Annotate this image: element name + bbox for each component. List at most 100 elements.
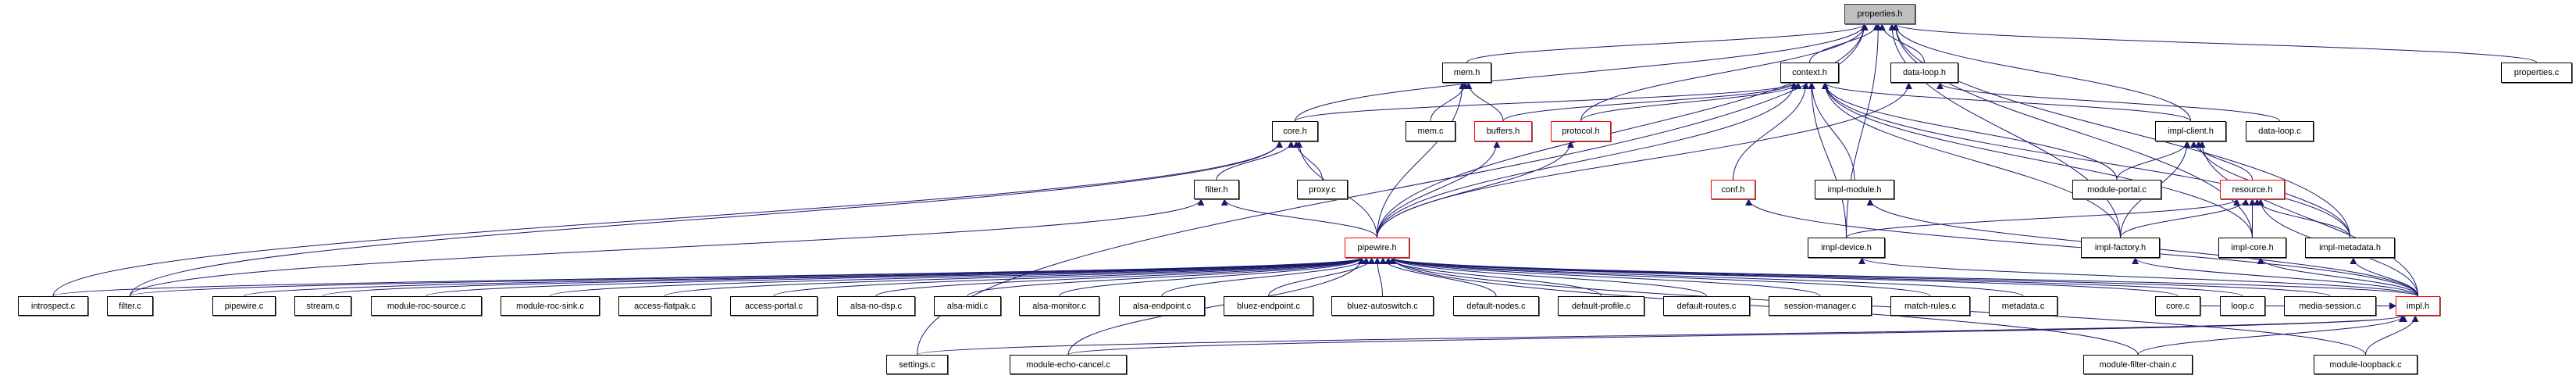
graph-edge-impl-h-to-impl-device-h <box>1858 257 2418 297</box>
graph-node-core-c[interactable]: core.c <box>2155 296 2200 316</box>
graph-edge-access-flatpak-c-to-pipewire-h <box>664 257 1365 297</box>
graph-node-alsa-no-dsp-c[interactable]: alsa-no-dsp.c <box>837 296 915 316</box>
graph-node-bluez-endpoint-c[interactable]: bluez-endpoint.c <box>1224 296 1313 316</box>
graph-edge-introspect-c-to-core-h <box>52 141 1283 297</box>
graph-edge-buffers-h-to-mem-h <box>1465 82 1504 122</box>
graph-edge-buffers-h-to-context-h <box>1502 82 1798 122</box>
graph-node-default-routes-c[interactable]: default-routes.c <box>1663 296 1750 316</box>
graph-edge-bluez-endpoint-c-to-pipewire-h <box>1268 257 1376 297</box>
graph-edge-context-h-to-properties-h <box>1809 23 1880 63</box>
graph-edge-bluez-autoswitch-c-to-pipewire-h <box>1374 257 1383 297</box>
graph-node-core-h[interactable]: core.h <box>1272 121 1318 141</box>
graph-edge-module-loopback-c-to-impl-h <box>2365 315 2419 356</box>
graph-edge-pipewire-h-to-buffers-h <box>1377 141 1501 238</box>
graph-edge-pipewire-h-to-protocol-h <box>1377 141 1574 238</box>
graph-node-module-roc-source-c[interactable]: module-roc-source.c <box>371 296 482 316</box>
graph-edge-module-portal-c-to-context-h <box>1821 82 2118 181</box>
graph-edge-pipewire-h-to-filter-h <box>1220 198 1377 238</box>
graph-edge-impl-device-h-to-context-h <box>1808 82 1847 238</box>
graph-edge-alsa-endpoint-c-to-pipewire-h <box>1161 257 1370 297</box>
graph-edge-core-h-to-properties-h <box>1295 23 1868 122</box>
graph-node-filter-h[interactable]: filter.h <box>1194 180 1239 199</box>
graph-node-module-loopback-c[interactable]: module-loopback.c <box>2314 355 2417 374</box>
graph-edge-alsa-no-dsp-c-to-pipewire-h <box>875 257 1365 297</box>
graph-edge-impl-device-h-to-resource-h <box>1846 198 2240 238</box>
graph-node-default-nodes-c[interactable]: default-nodes.c <box>1453 296 1539 316</box>
graph-node-access-flatpak-c[interactable]: access-flatpak.c <box>618 296 711 316</box>
graph-edge-module-roc-source-c-to-pipewire-h <box>426 257 1365 297</box>
graph-edge-impl-factory-h-to-resource-h <box>2120 198 2250 238</box>
graph-edge-impl-metadata-h-to-resource-h <box>2254 198 2350 238</box>
graph-edge-core-h-to-context-h <box>1295 82 1797 122</box>
graph-edge-conf-h-to-context-h <box>1733 82 1810 181</box>
graph-node-settings-c[interactable]: settings.c <box>886 355 948 374</box>
graph-node-impl-device-h[interactable]: impl-device.h <box>1808 238 1885 258</box>
graph-edge-protocol-h-to-properties-h <box>1580 23 1869 122</box>
graph-node-alsa-monitor-c[interactable]: alsa-monitor.c <box>1019 296 1099 316</box>
graph-node-stream-c[interactable]: stream.c <box>294 296 351 316</box>
graph-node-default-profile-c[interactable]: default-profile.c <box>1558 296 1644 316</box>
graph-node-protocol-h[interactable]: protocol.h <box>1551 121 1611 141</box>
graph-node-module-filter-chain-c[interactable]: module-filter-chain.c <box>2083 355 2193 374</box>
graph-node-filter-c[interactable]: filter.c <box>107 296 153 316</box>
graph-edge-session-manager-c-to-pipewire-h <box>1389 257 1821 297</box>
graph-node-access-portal-c[interactable]: access-portal.c <box>730 296 818 316</box>
graph-node-mem-c[interactable]: mem.c <box>1406 121 1455 141</box>
graph-edge-impl-client-h-to-context-h <box>1822 82 2191 122</box>
graph-edge-settings-c-to-impl-h <box>917 315 2406 356</box>
graph-node-alsa-endpoint-c[interactable]: alsa-endpoint.c <box>1119 296 1205 316</box>
graph-node-impl-module-h[interactable]: impl-module.h <box>1815 180 1894 199</box>
graph-edge-alsa-monitor-c-to-pipewire-h <box>1059 257 1365 297</box>
graph-node-pipewire-h[interactable]: pipewire.h <box>1345 238 1409 258</box>
graph-node-mem-h[interactable]: mem.h <box>1442 63 1491 83</box>
graph-node-metadata-c[interactable]: metadata.c <box>1989 296 2058 316</box>
graph-node-properties-c[interactable]: properties.c <box>2501 63 2572 83</box>
graph-node-module-roc-sink-c[interactable]: module-roc-sink.c <box>501 296 600 316</box>
graph-edge-pipewire-h-to-context-h <box>1377 82 1797 238</box>
graph-node-match-rules-c[interactable]: match-rules.c <box>1890 296 1970 316</box>
graph-edge-pipewire-h-to-mem-h <box>1377 82 1466 238</box>
graph-node-conf-h[interactable]: conf.h <box>1711 180 1755 199</box>
graph-node-context-h[interactable]: context.h <box>1780 63 1839 83</box>
graph-edge-media-session-c-to-pipewire-h <box>1389 257 2331 297</box>
graph-edge-default-routes-c-to-pipewire-h <box>1389 257 1707 297</box>
graph-node-impl-client-h[interactable]: impl-client.h <box>2155 121 2226 141</box>
graph-node-impl-factory-h[interactable]: impl-factory.h <box>2081 238 2160 258</box>
graph-node-pipewire-c[interactable]: pipewire.c <box>212 296 276 316</box>
graph-edge-module-filter-chain-c-to-pipewire-h <box>1389 257 2139 356</box>
graph-node-proxy-c[interactable]: proxy.c <box>1297 180 1348 199</box>
graph-edge-filter-c-to-core-h <box>130 141 1283 297</box>
graph-node-impl-metadata-h[interactable]: impl-metadata.h <box>2305 238 2395 258</box>
graph-edge-proxy-c-to-core-h <box>1292 141 1323 181</box>
graph-edge-impl-core-h-to-properties-h <box>1892 23 2253 238</box>
graph-edge-filter-h-to-core-h <box>1216 141 1295 181</box>
graph-node-loop-c[interactable]: loop.c <box>2220 296 2265 316</box>
graph-edge-match-rules-c-to-pipewire-h <box>1389 257 1931 297</box>
graph-node-media-session-c[interactable]: media-session.c <box>2284 296 2376 316</box>
graph-edge-impl-factory-h-to-properties-h <box>1888 23 2121 238</box>
graph-node-impl-h[interactable]: impl.h <box>2396 296 2440 316</box>
graph-node-bluez-autoswitch-c[interactable]: bluez-autoswitch.c <box>1331 296 1434 316</box>
graph-edge-core-c-to-pipewire-h <box>1389 257 2179 297</box>
graph-node-session-manager-c[interactable]: session-manager.c <box>1769 296 1872 316</box>
graph-edge-filter-c-to-pipewire-h <box>130 257 1365 297</box>
graph-node-data-loop-c[interactable]: data-loop.c <box>2246 121 2314 141</box>
graph-node-data-loop-h[interactable]: data-loop.h <box>1890 63 1958 83</box>
graph-edge-pipewire-c-to-pipewire-h <box>244 257 1365 297</box>
graph-edge-impl-device-h-to-properties-h <box>1846 23 1882 238</box>
graph-node-introspect-c[interactable]: introspect.c <box>18 296 88 316</box>
graph-node-properties-h: properties.h <box>1844 4 1915 24</box>
graph-edge-impl-client-h-to-properties-h <box>1891 23 2191 122</box>
graph-node-alsa-midi-c[interactable]: alsa-midi.c <box>934 296 1001 316</box>
graph-edge-impl-h-to-impl-factory-h <box>2132 257 2418 297</box>
graph-edge-access-portal-c-to-pipewire-h <box>773 257 1365 297</box>
graph-node-module-portal-c[interactable]: module-portal.c <box>2072 180 2161 199</box>
graph-node-impl-core-h[interactable]: impl-core.h <box>2218 238 2286 258</box>
graph-node-resource-h[interactable]: resource.h <box>2220 180 2285 199</box>
graph-edge-impl-h-to-pipewire-h <box>1389 257 2418 297</box>
graph-edge-data-loop-h-to-properties-h <box>1878 23 1925 63</box>
graph-node-buffers-h[interactable]: buffers.h <box>1474 121 1532 141</box>
graph-node-module-echo-cancel-c[interactable]: module-echo-cancel.c <box>1010 355 1127 374</box>
graph-edge-protocol-h-to-context-h <box>1580 82 1802 122</box>
